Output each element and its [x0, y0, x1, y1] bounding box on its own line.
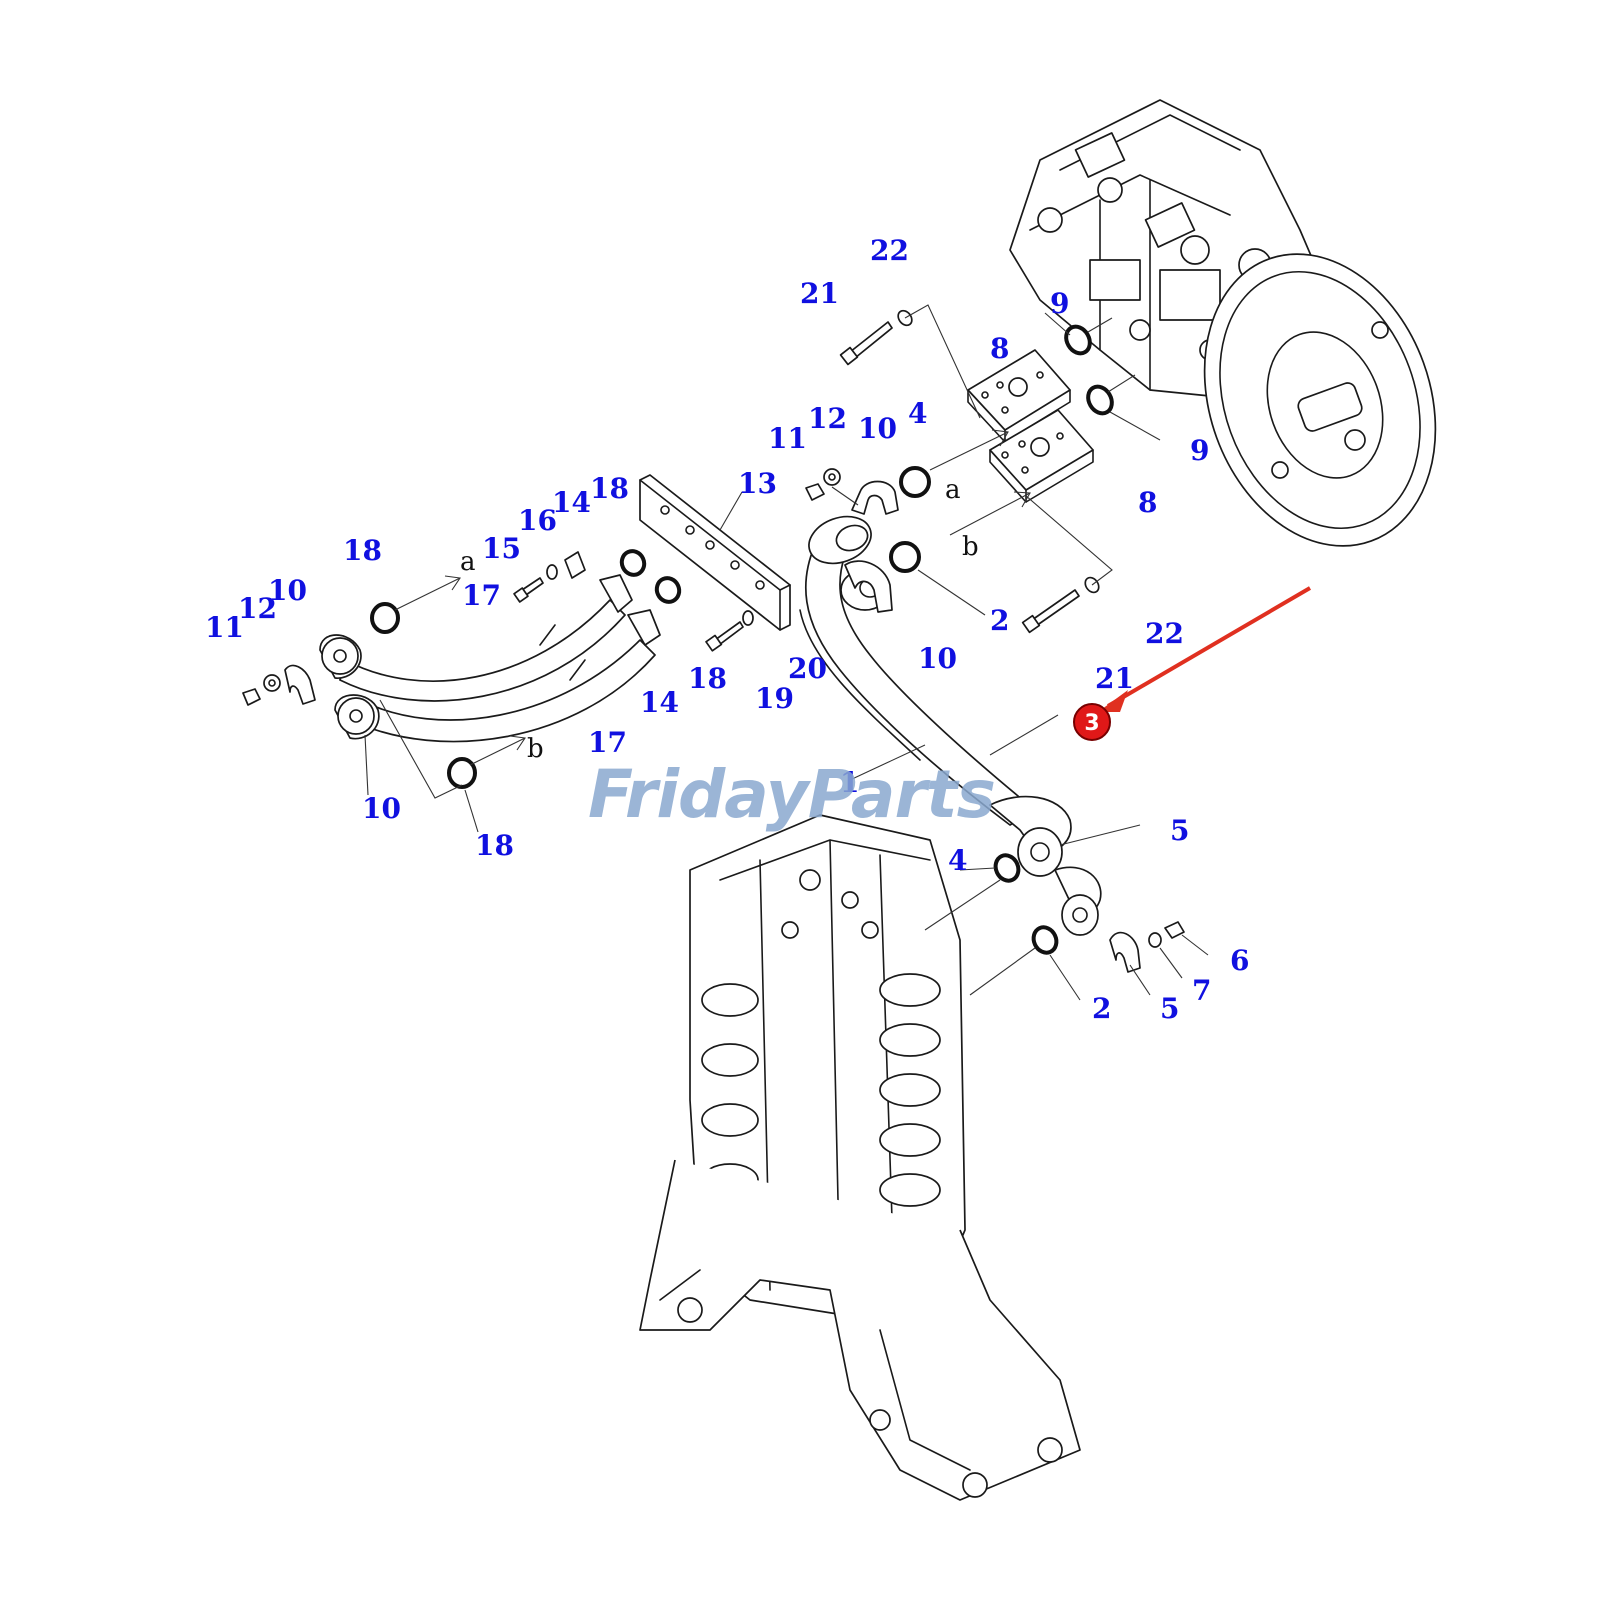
o-ring-18-d — [654, 576, 682, 604]
main-pump-assembly — [1009, 99, 1437, 547]
callout-18-bottom: 18 — [475, 829, 514, 862]
o-ring-4-lower — [993, 853, 1021, 883]
o-ring-9-upper — [1044, 312, 1113, 356]
highlight-arrow — [1098, 586, 1312, 712]
o-ring-4-upper — [899, 466, 931, 498]
callout-1: 1 — [840, 766, 859, 799]
callout-17-lower: 17 — [588, 726, 627, 759]
bolt-21-lower — [1021, 494, 1113, 634]
callout-8-lower: 8 — [1138, 486, 1157, 519]
upper-clamp-hardware — [805, 468, 899, 515]
callout-9-top: 9 — [1050, 287, 1069, 320]
callout-16: 16 — [518, 504, 557, 537]
callout-21-top: 21 — [800, 277, 839, 310]
watermark: FridayParts — [588, 756, 995, 833]
half-clamp-10-middle — [844, 560, 893, 613]
port-label-b-right: b — [962, 532, 979, 562]
mounting-block-13 — [639, 474, 791, 631]
flow-arrow-a — [929, 429, 1009, 471]
port-label-b-left: b — [527, 734, 544, 764]
callout-12-left: 12 — [238, 592, 277, 625]
left-clamp-hardware — [242, 664, 316, 706]
callout-8-top: 8 — [990, 332, 1009, 365]
o-ring-2-upper — [889, 541, 921, 573]
callout-4-lower: 4 — [948, 844, 967, 877]
callout-12-top: 12 — [808, 402, 847, 435]
callout-9-lower: 9 — [1190, 434, 1209, 467]
o-ring-18-a — [370, 602, 400, 634]
callout-19: 19 — [755, 682, 794, 715]
port-label-a-left: a — [460, 547, 476, 577]
split-flange-8-lower — [989, 409, 1094, 503]
callout-10-top: 10 — [858, 412, 897, 445]
callout-22-lower: 22 — [1145, 617, 1184, 650]
callout-18-mid: 18 — [688, 662, 727, 695]
o-ring-9-lower — [1086, 374, 1161, 441]
callout-6: 6 — [1230, 944, 1249, 977]
callout-10-left: 10 — [268, 574, 307, 607]
flow-arrow-b — [949, 491, 1031, 536]
callout-2-top: 2 — [990, 604, 1009, 637]
callout-14-lower: 14 — [640, 686, 679, 719]
highlighted-part-badge[interactable]: 3 — [1073, 703, 1111, 741]
callout-4-top: 4 — [908, 397, 927, 430]
callout-10-mid: 10 — [918, 642, 957, 675]
hose-assembly-17 — [319, 574, 661, 743]
callout-21-lower: 21 — [1095, 662, 1134, 695]
control-valve-assembly — [639, 814, 1081, 1501]
callout-7: 7 — [1192, 974, 1211, 1007]
port-label-a-right: a — [945, 475, 961, 505]
bolt-21-upper — [839, 304, 981, 419]
callout-10-bottom-left: 10 — [362, 792, 401, 825]
callout-11-top: 11 — [768, 422, 807, 455]
callout-20: 20 — [788, 652, 827, 685]
callout-labels: 22 21 9 8 4 10 12 11 a 9 8 13 18 14 16 1… — [205, 234, 1249, 1025]
callout-22-top: 22 — [870, 234, 909, 267]
callout-17-top: 17 — [462, 579, 501, 612]
highlighted-part-number: 3 — [1084, 711, 1099, 736]
callout-5-lower: 5 — [1160, 992, 1179, 1025]
callout-15: 15 — [482, 532, 521, 565]
callout-2-lower: 2 — [1092, 992, 1111, 1025]
o-ring-18-b — [447, 757, 477, 789]
callout-5-upper: 5 — [1170, 814, 1189, 847]
callout-18-left: 18 — [343, 534, 382, 567]
small-bolts — [513, 551, 754, 652]
o-ring-2-lower — [1031, 925, 1059, 955]
callout-13: 13 — [738, 467, 777, 500]
o-ring-18-c — [619, 549, 647, 577]
callout-11-left: 11 — [205, 611, 244, 644]
lower-clamp-hardware — [1109, 921, 1185, 973]
callout-14-top: 14 — [552, 486, 591, 519]
callout-18-top: 18 — [590, 472, 629, 505]
